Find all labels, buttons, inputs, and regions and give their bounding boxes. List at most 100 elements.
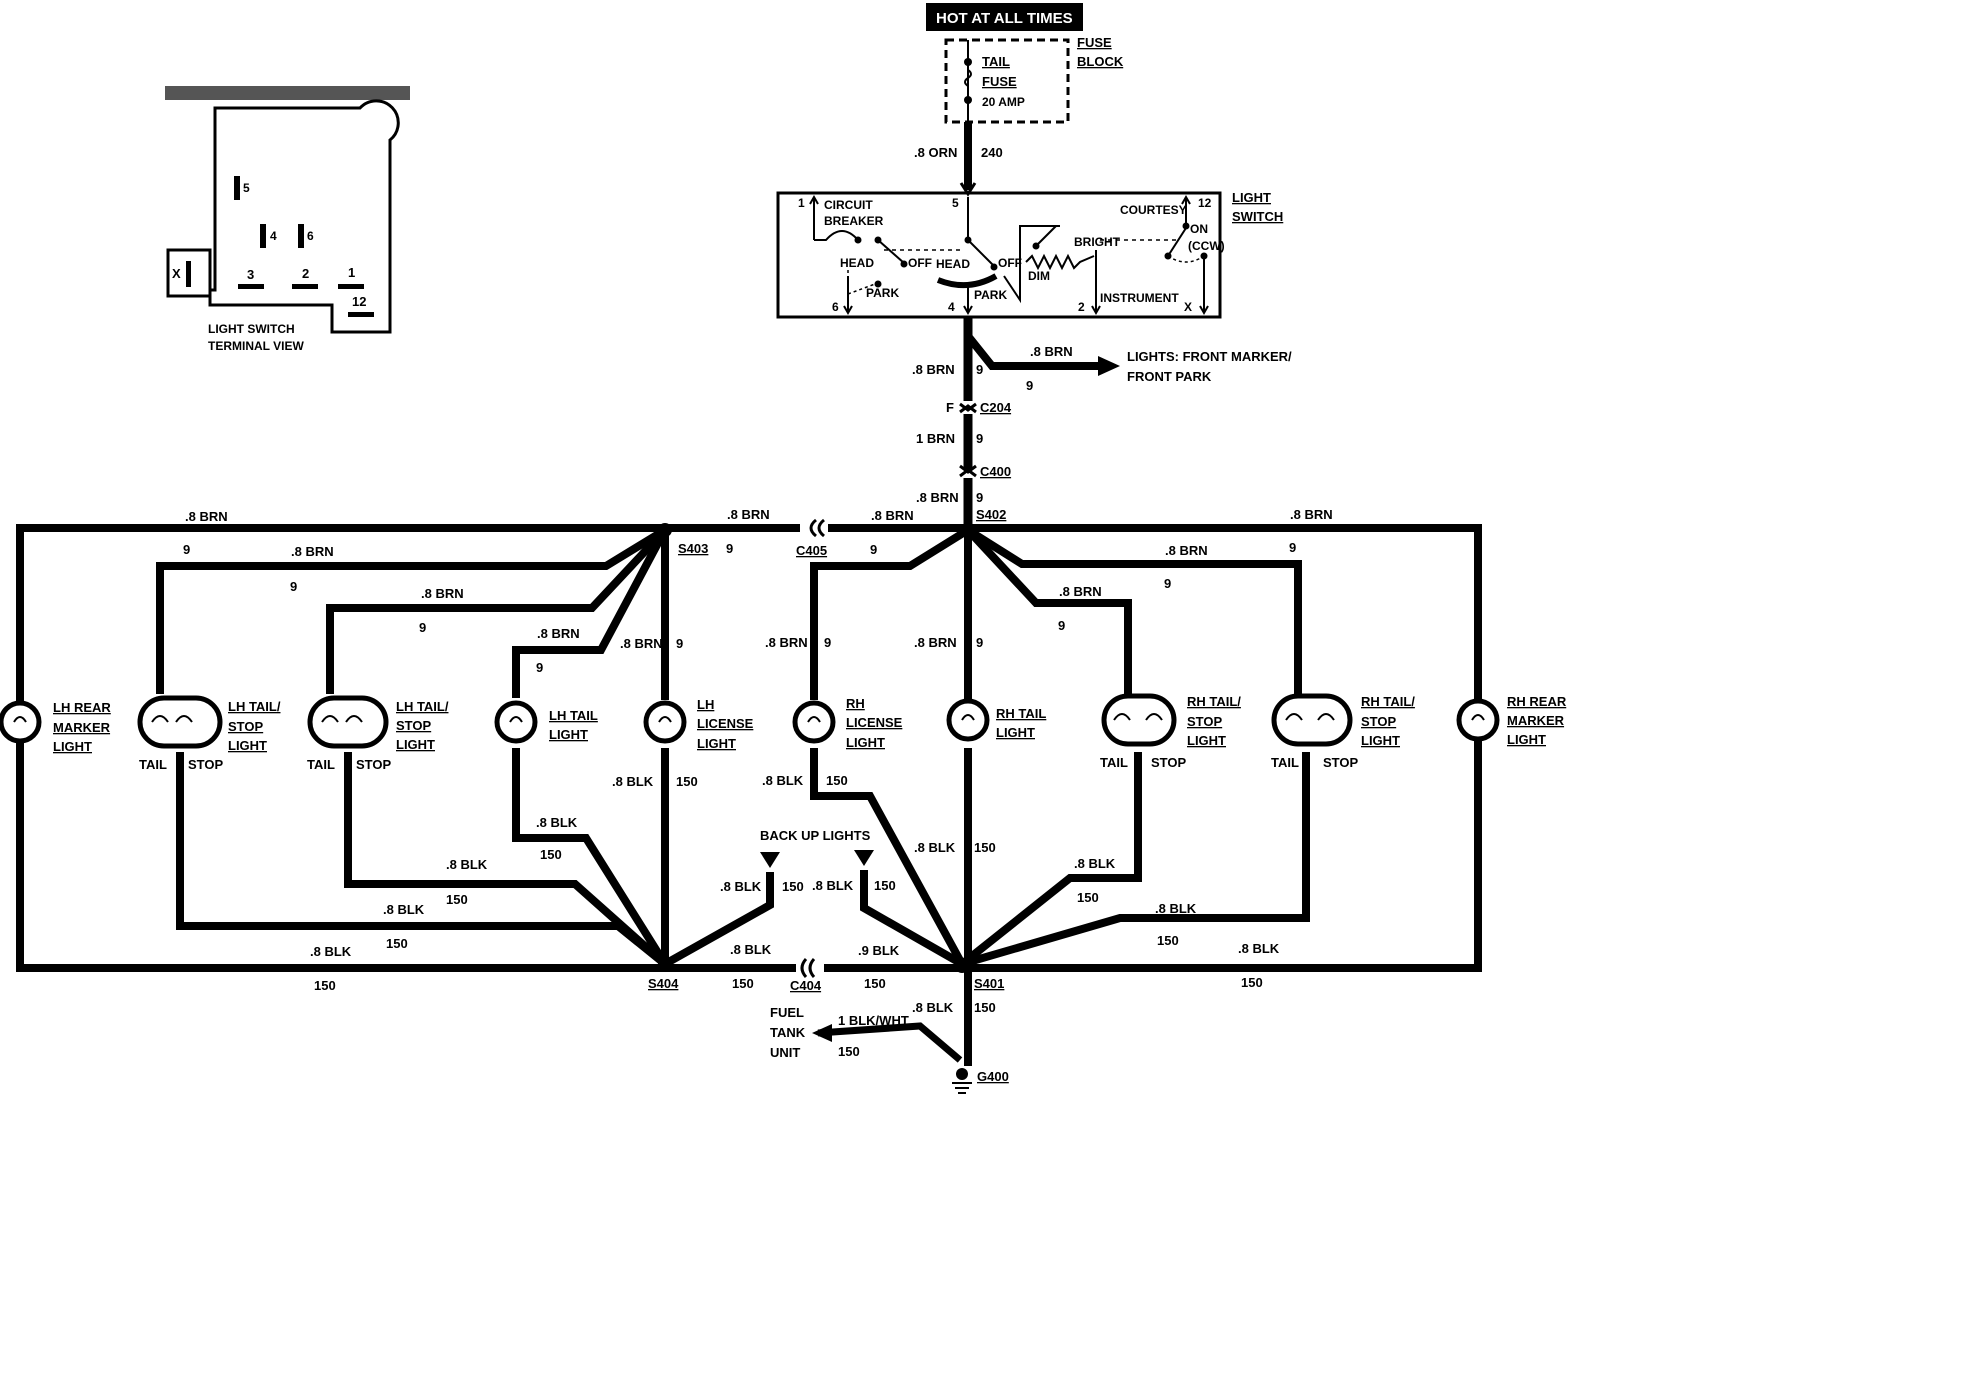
lh-tail-stop-1-label-1: LH TAIL/	[228, 699, 281, 714]
rh-license-filament	[807, 716, 821, 723]
c150-label-lh-license: 150	[676, 774, 698, 789]
pin-2-blade	[292, 284, 318, 289]
front-lights-wire	[964, 333, 1100, 370]
c400-label: C400	[980, 464, 1011, 479]
lamp-rh-tail-stop-1: RH TAIL/ STOP LIGHT TAIL STOP	[1100, 693, 1241, 770]
blk-label-lh-tail: .8 BLK	[536, 815, 578, 830]
brn-rh-license	[810, 526, 971, 700]
s401-splice-dot	[955, 959, 969, 973]
pin-1-label: 1	[348, 265, 355, 280]
terminal-view-outline	[208, 99, 400, 334]
fuel-tank-wire	[817, 1022, 963, 1063]
brn-label-outer-right: .8 BRN	[1290, 507, 1333, 522]
lh-tail-filament	[509, 716, 523, 723]
pin-12-label: 12	[352, 294, 366, 309]
c150-label-outer-left: 150	[314, 978, 336, 993]
terminal-view-top-shading	[165, 86, 410, 100]
brn-lh-tail-stop-1	[156, 526, 668, 694]
brn-label-rh-tail: .8 BRN	[914, 635, 957, 650]
c9-label-outer-left: 9	[183, 542, 190, 557]
blk-lh-tail	[512, 748, 669, 967]
pin-4-label: 4	[270, 229, 277, 243]
lh-tail-stop-2-bulb-icon	[307, 695, 389, 749]
pin-6-label: 6	[307, 229, 314, 243]
lamp-lh-tail: LH TAIL LIGHT	[494, 700, 598, 744]
blk-backup-left	[663, 872, 774, 968]
c9-label-outer-right: 9	[1289, 540, 1296, 555]
rh-tail-stop-1-tail: TAIL	[1100, 755, 1128, 770]
brn-label-lh-ts1: .8 BRN	[291, 544, 334, 559]
c9-label-rh-ts2: 9	[1164, 576, 1171, 591]
pin-x-blade	[186, 261, 191, 287]
fuse-element-icon	[964, 69, 972, 87]
rh-tail-stop-1-bulb-icon	[1101, 693, 1177, 747]
lamp-lh-rear-marker: LH REAR MARKER LIGHT	[0, 700, 111, 754]
blk-label-lh-license: .8 BLK	[612, 774, 654, 789]
rh-tail-stop-1-label-1: RH TAIL/	[1187, 694, 1241, 709]
s403-label: S403	[678, 541, 708, 556]
pin-5-label: 5	[243, 181, 250, 195]
c150-label-rh-tail: 150	[974, 840, 996, 855]
circuit-breaker-symbol	[814, 230, 859, 241]
blk-label-ground: .8 BLK	[912, 1000, 954, 1015]
rh-license-label-3: LIGHT	[846, 735, 885, 750]
c9-label-s403-c405: 9	[726, 541, 733, 556]
blk-label-outer-right: .8 BLK	[1238, 941, 1280, 956]
s401-label: S401	[974, 976, 1004, 991]
brn-outer-loop	[16, 524, 1482, 703]
rh-tail-label-2: LIGHT	[996, 725, 1035, 740]
blk-label-rh-license: .8 BLK	[762, 773, 804, 788]
c150-label-c404-s401: 150	[864, 976, 886, 991]
lh-tail-label-2: LIGHT	[549, 727, 588, 742]
terminal-view-inset: X 5 4 6 3 2 1 12 LIGHT SWITCH TERMINAL V…	[165, 86, 410, 353]
c150-label-rh-license: 150	[826, 773, 848, 788]
blk-label-rh-ts1: .8 BLK	[1074, 856, 1116, 871]
rh-tail-stop-1-filaments	[1113, 713, 1163, 721]
head-label-2: HEAD	[936, 257, 970, 271]
fuse-block-label-1: FUSE	[1077, 35, 1112, 50]
blk-lh-tail-stop-2	[344, 752, 668, 967]
brn-lh-tail	[512, 528, 669, 698]
blk-backup-right	[860, 870, 964, 968]
c204-pin-label: F	[946, 400, 954, 415]
c150-label-rh-ts1: 150	[1077, 890, 1099, 905]
park-label-2: PARK	[974, 288, 1007, 302]
pin-2-arrow	[1091, 305, 1101, 316]
brn-label-outer-left: .8 BRN	[185, 509, 228, 524]
brn-label-c405-s402: .8 BRN	[871, 508, 914, 523]
blk-label-backup-right: .8 BLK	[812, 878, 854, 893]
light-switch-label-1: LIGHT	[1232, 190, 1271, 205]
c405-connector-right	[817, 518, 825, 538]
backup-light-left-icon	[760, 852, 780, 868]
rh-license-label-2: LICENSE	[846, 715, 903, 730]
c204-label: C204	[980, 400, 1012, 415]
lh-tail-stop-1-label-3: LIGHT	[228, 738, 267, 753]
rh-tail-stop-2-tail: TAIL	[1271, 755, 1299, 770]
brn-label-lh-license: .8 BRN	[620, 636, 663, 651]
blk-wire-labels: .8 BLK 150 .8 BLK 150 .8 BLK 150 .8 BLK …	[310, 773, 1280, 1015]
brn-label-lh-tail: .8 BRN	[537, 626, 580, 641]
breaker-label: BREAKER	[824, 214, 884, 228]
brn-label-rh-license: .8 BRN	[765, 635, 808, 650]
front-lights-label-2: FRONT PARK	[1127, 369, 1212, 384]
rheostat-feed	[1003, 225, 1060, 304]
front-lights-label-1: LIGHTS: FRONT MARKER/	[1127, 349, 1292, 364]
off-label-2: OFF	[998, 256, 1022, 270]
ccw-label: (CCW)	[1188, 239, 1225, 253]
rh-license-bulb-icon	[792, 700, 836, 744]
pin-5-number: 5	[952, 196, 959, 210]
brn-label-s403-c405: .8 BRN	[727, 507, 770, 522]
c150-label-outer-right: 150	[1241, 975, 1263, 990]
lamp-lh-license: LH LICENSE LIGHT	[643, 697, 754, 751]
s402-splice-dot	[961, 523, 975, 537]
brn-lh-tail-stop-2	[326, 527, 668, 694]
brn-splices: S403 S402 C405	[658, 507, 1006, 558]
c9-label-lh-tail: 9	[536, 660, 543, 675]
pin-6-arrow	[843, 305, 853, 316]
c404-label: C404	[790, 978, 822, 993]
brn-distribution	[16, 524, 1482, 703]
brn-rh-tail-stop-1	[965, 527, 1132, 694]
head-label-1: HEAD	[840, 256, 874, 270]
c405-connector-left	[809, 518, 817, 538]
hot-at-all-times-banner	[926, 3, 1083, 31]
